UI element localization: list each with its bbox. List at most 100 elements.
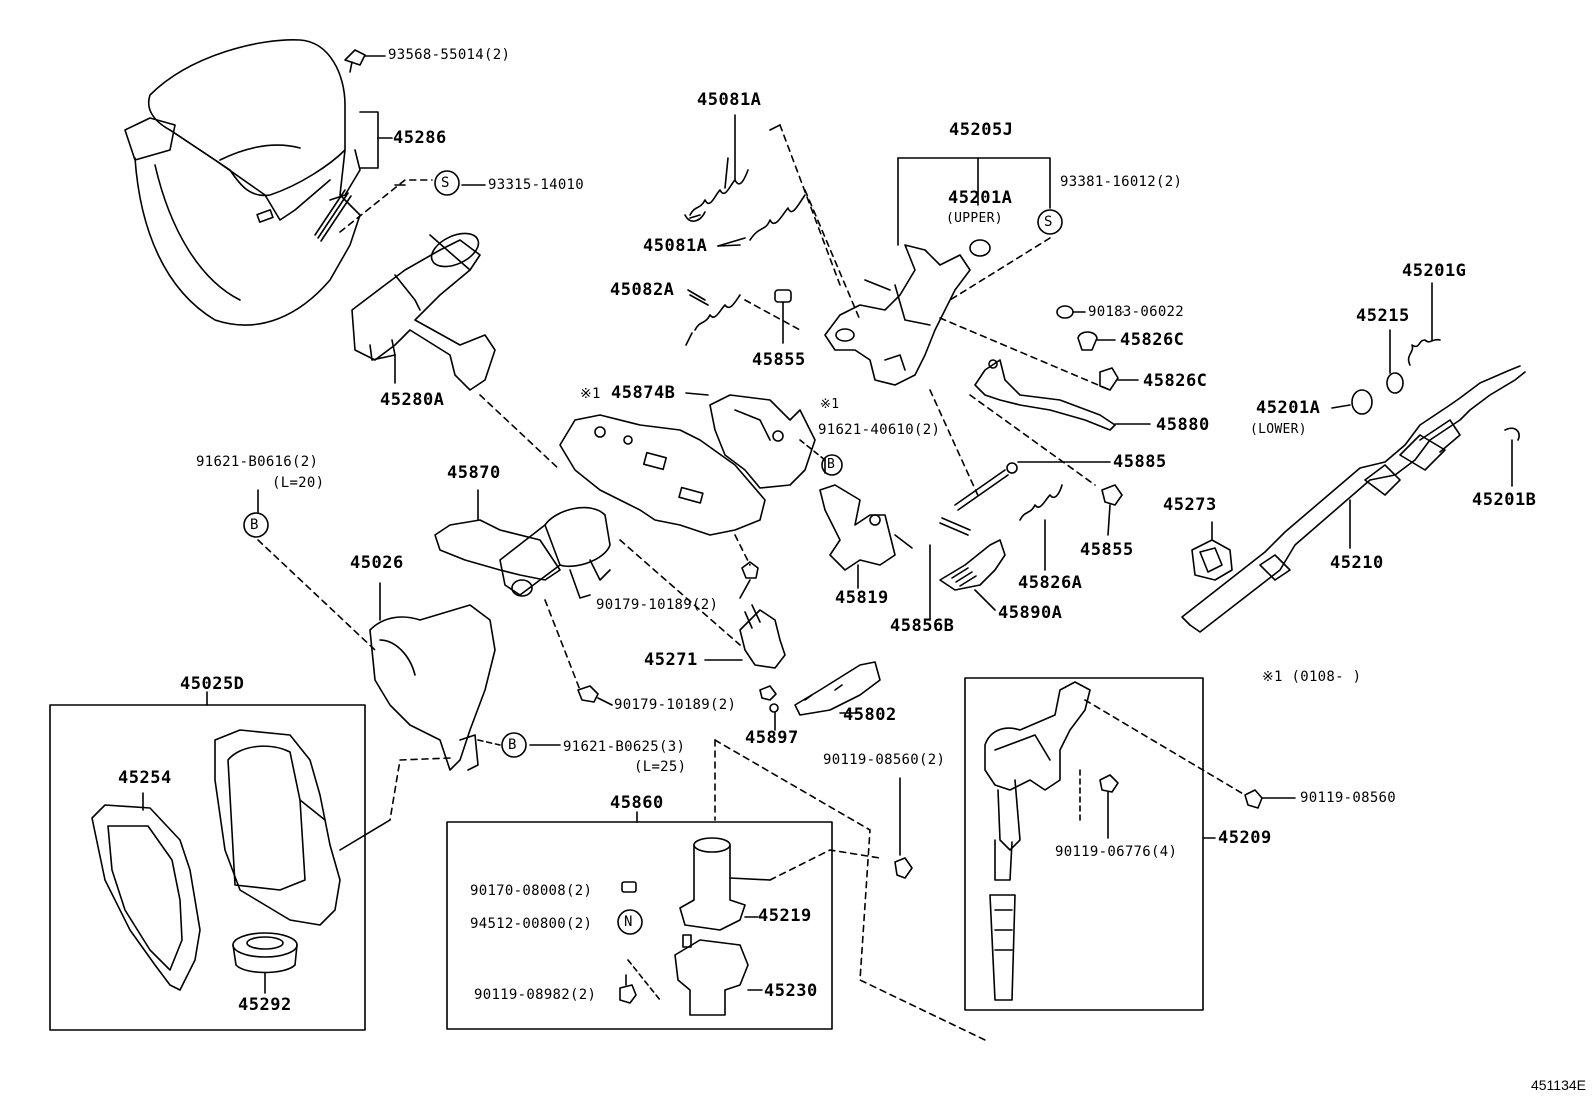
callout-circle-b-left [243, 512, 269, 538]
spring-45081a-drawing [684, 157, 749, 222]
label-lower-note: (LOWER) [1250, 422, 1307, 437]
callout-s-right: S [1044, 214, 1053, 230]
nut-45855-drawing [774, 289, 792, 344]
label-45230: 45230 [764, 981, 818, 1001]
label-45885: 45885 [1113, 452, 1167, 472]
bracket-45271-drawing [704, 604, 786, 669]
lever-45890a-drawing [939, 539, 1006, 611]
label-45081a: 45081A [643, 236, 708, 256]
label-star-45874b: ※1 [580, 386, 601, 402]
label-93315-14010: 93315-14010 [488, 177, 585, 193]
box-45209 [964, 677, 1204, 1011]
spring-45082a-drawing [685, 294, 741, 346]
label-45292: 45292 [238, 995, 292, 1015]
bolt-90119-08560-2-drawing [894, 777, 913, 879]
bracket-45280a-drawing [351, 232, 561, 471]
diagram-code: 451134E [1530, 1077, 1586, 1093]
column-cover-drawing [124, 39, 361, 326]
label-star-91621: ※1 [820, 397, 840, 412]
callout-circle-b-mid [821, 454, 843, 476]
bracket-45819-drawing [819, 484, 913, 589]
label-45254: 45254 [118, 768, 172, 788]
box-45025d [49, 704, 366, 1031]
bolt-90119-08560-drawing [1244, 789, 1296, 809]
callout-circle-s-right [1037, 209, 1063, 235]
label-45819: 45819 [835, 588, 889, 608]
label-45219: 45219 [758, 906, 812, 926]
clip-93568-drawing [344, 49, 386, 73]
spring-45201g-drawing [1407, 338, 1441, 366]
callout-n: N [624, 914, 633, 930]
cover-45874b-drawing [709, 394, 816, 489]
nut-90119-08982-drawing [619, 974, 637, 1004]
label-45215: 45215 [1356, 306, 1410, 326]
label-45271: 45271 [644, 650, 698, 670]
label-90183-06022: 90183-06022 [1088, 304, 1185, 320]
bolt-90179-b-drawing [577, 685, 613, 706]
label-90119-08560-2: 90119-08560(2) [823, 752, 946, 768]
bolt-45855-drawing [1101, 484, 1123, 536]
nut-90183-drawing [1056, 305, 1074, 319]
label-91621-b0616: 91621-B0616(2) [196, 454, 319, 470]
bracket-45286 [359, 111, 379, 169]
housing-45026-drawing [369, 582, 496, 771]
gasket-45254-drawing [91, 804, 201, 991]
label-45826c-a: 45826C [1120, 330, 1185, 350]
callout-s-top: S [441, 175, 450, 191]
label-93381-16012: 93381-16012(2) [1060, 174, 1183, 190]
callout-circle-n [617, 909, 643, 935]
bush-45273-drawing [1191, 521, 1233, 581]
label-45201g: 45201G [1402, 261, 1467, 281]
label-45082a: 45082A [610, 280, 675, 300]
note-1-range: ※1 (0108- ) [1262, 669, 1362, 685]
label-94512-00800: 94512-00800(2) [470, 916, 593, 932]
label-l20: (L=20) [272, 475, 325, 491]
lever-45205j-drawing [824, 244, 971, 386]
label-45280a: 45280A [380, 390, 445, 410]
label-45210: 45210 [1330, 553, 1384, 573]
label-90119-06776: 90119-06776(4) [1055, 844, 1178, 860]
label-45201a-upper: 45201A [948, 188, 1013, 208]
label-l25: (L=25) [634, 759, 687, 775]
plate-45802-drawing [794, 661, 881, 716]
label-90170-08008: 90170-08008(2) [470, 883, 593, 899]
label-90119-08982: 90119-08982(2) [474, 987, 597, 1003]
joint-45209-drawing [984, 681, 1091, 1001]
label-45880: 45880 [1156, 415, 1210, 435]
bolt-90170-drawing [621, 881, 637, 893]
bush-45826c-a-drawing [1077, 331, 1098, 351]
spring-45081a-lower-drawing [717, 194, 806, 247]
label-90179-10189-a: 90179-10189(2) [596, 597, 719, 613]
washer-45201a-upper-drawing [969, 239, 991, 257]
label-45201a-lower: 45201A [1256, 398, 1321, 418]
label-45890a: 45890A [998, 603, 1063, 623]
label-upper-note: (UPPER) [946, 211, 1003, 226]
label-91621-b0625: 91621-B0625(3) [563, 739, 686, 755]
pin-45856b-drawing [939, 517, 971, 536]
label-45209: 45209 [1218, 828, 1272, 848]
label-45826a: 45826A [1018, 573, 1083, 593]
label-45897: 45897 [745, 728, 799, 748]
callout-circle-s-top [434, 170, 460, 196]
column-support-45870-drawing [434, 414, 766, 599]
joint-45230-drawing [674, 934, 763, 1016]
callout-b-mid: B [827, 457, 836, 472]
washer-45215-drawing [1386, 372, 1404, 394]
lever-45880-drawing [974, 359, 1151, 431]
callout-circle-b-bottom [501, 732, 527, 758]
callout-b-bottom: B [508, 737, 517, 753]
label-45855-b: 45855 [1080, 540, 1134, 560]
label-45870: 45870 [447, 463, 501, 483]
label-45081a-top: 45081A [697, 90, 762, 110]
label-45856b: 45856B [890, 616, 955, 636]
label-45205j: 45205J [949, 120, 1014, 140]
label-93568-55014: 93568-55014(2) [388, 47, 511, 63]
label-90119-08560: 90119-08560 [1300, 790, 1397, 806]
spring-45826a-drawing [1019, 484, 1063, 521]
box-45860 [446, 821, 833, 1030]
cover-45025d-drawing [214, 729, 341, 926]
bush-45826c-b-drawing [1099, 367, 1119, 391]
label-45802: 45802 [843, 705, 897, 725]
